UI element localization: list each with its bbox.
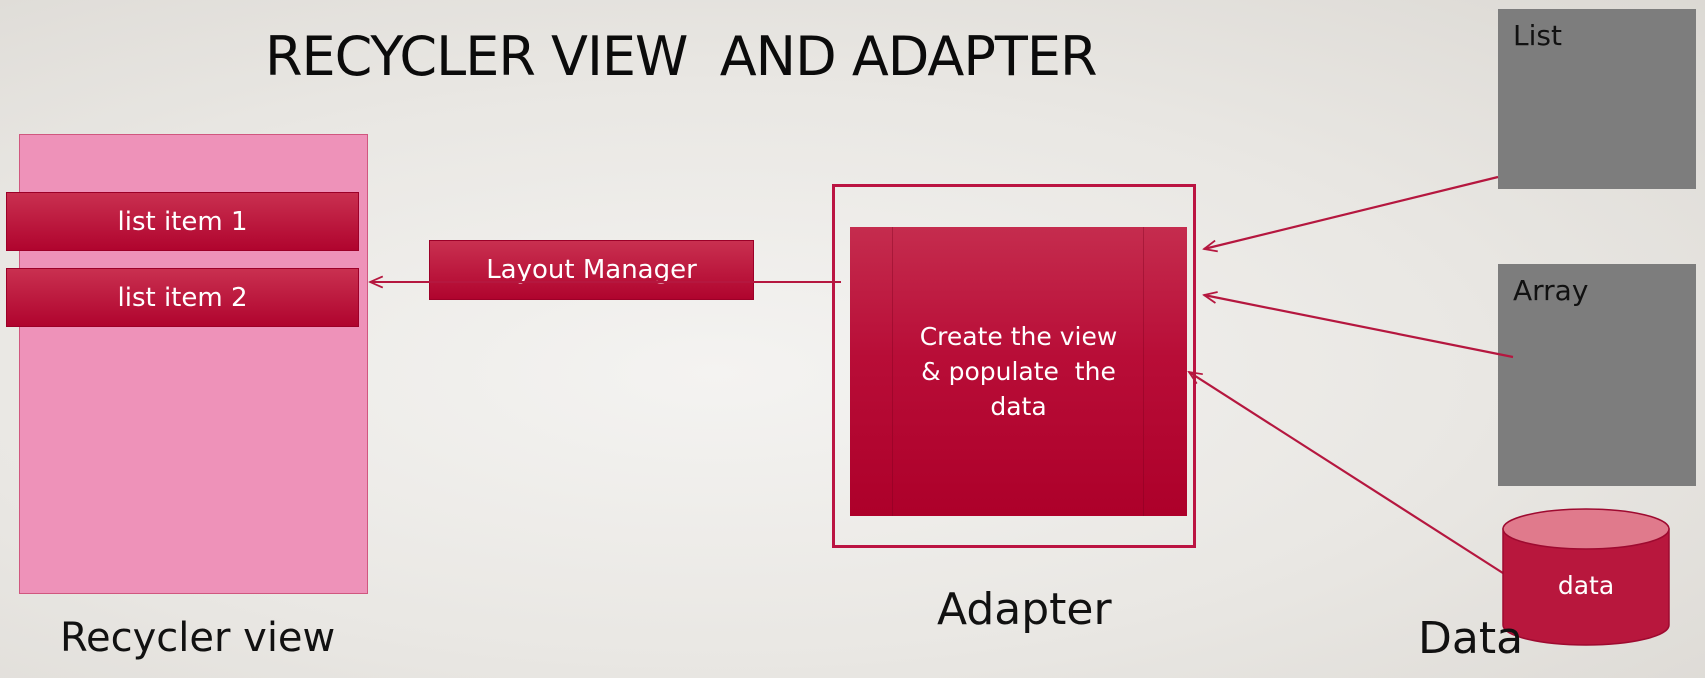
array-source-label: Array — [1513, 274, 1589, 307]
adapter-seam-line — [892, 227, 893, 516]
array-source-box: Array — [1498, 264, 1696, 486]
recycler-view-caption: Recycler view — [60, 615, 336, 661]
database-cylinder-icon — [1502, 508, 1670, 646]
layout-manager-box: Layout Manager — [429, 240, 754, 300]
adapter-caption: Adapter — [937, 584, 1112, 635]
list-source-label: List — [1513, 19, 1562, 52]
adapter-core-box: Create the view & populate the data — [850, 227, 1187, 516]
array-to-adapter-arrow — [1204, 295, 1514, 359]
database-label: data — [1557, 571, 1615, 600]
data-caption: Data — [1418, 613, 1524, 664]
data-to-adapter-arrow — [1189, 372, 1507, 576]
list-item: list item 1 — [6, 192, 359, 251]
list-source-box: List — [1498, 9, 1696, 189]
adapter-description: Create the view & populate the data — [919, 322, 1118, 421]
adapter-seam-line — [1143, 227, 1144, 516]
slide-title: RECYCLER VIEW AND ADAPTER — [265, 25, 1098, 88]
list-to-adapter-arrow — [1204, 175, 1499, 249]
list-item: list item 2 — [6, 268, 359, 327]
adapter-frame — [832, 184, 1196, 548]
